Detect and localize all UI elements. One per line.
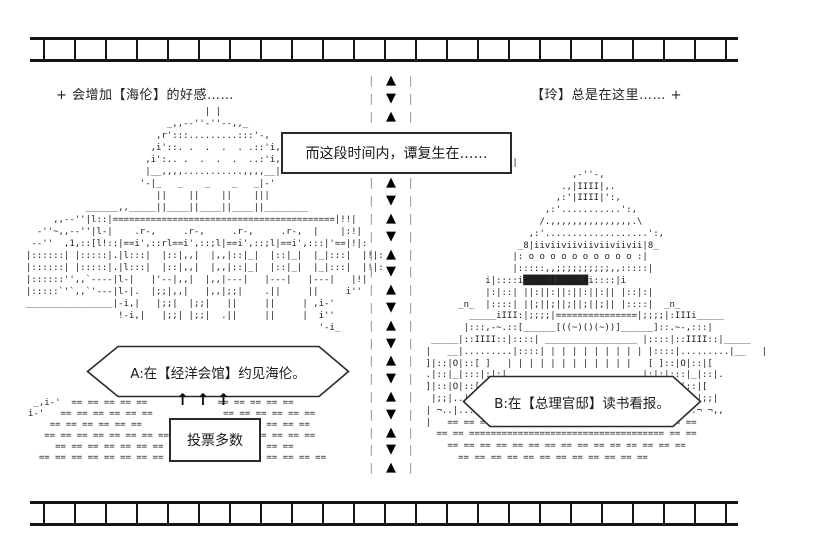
- divider-pipe: |: [368, 176, 375, 190]
- up-triangle-icon: ▲: [386, 317, 396, 333]
- updown-marker-column-top: | ▲ | | ▼ | | ▲ |: [368, 72, 414, 125]
- divider-pipe: |: [407, 318, 414, 332]
- divider-pipe: |: [407, 425, 414, 439]
- divider-row: | ▲ |: [368, 459, 414, 477]
- divider-row: | ▲ |: [368, 423, 414, 441]
- divider-pipe: |: [407, 300, 414, 314]
- divider-pipe: |: [407, 109, 414, 123]
- divider-pipe: |: [368, 92, 375, 106]
- divider-row: | ▲ |: [368, 210, 414, 228]
- divider-pipe: |: [407, 336, 414, 350]
- up-triangle-icon: ▲: [386, 388, 396, 404]
- divider-pipe: |: [368, 318, 375, 332]
- option-a-label: A:在【经洋会馆】约见海伦。: [130, 365, 306, 382]
- down-triangle-icon: ▼: [386, 442, 396, 458]
- divider-pipe: |: [407, 372, 414, 386]
- up-triangle-icon: ▲: [386, 210, 396, 226]
- left-building-ascii-art: | | _,,--''-''--,,_ ,r':::.........:::'-…: [26, 107, 384, 333]
- divider-row: | ▲ |: [368, 245, 414, 263]
- divider-pipe: |: [368, 443, 375, 457]
- up-triangle-icon: ▲: [386, 353, 396, 369]
- divider-row: | ▼ |: [368, 405, 414, 423]
- divider-pipe: |: [407, 354, 414, 368]
- up-triangle-icon: ▲: [386, 246, 396, 262]
- divider-pipe: |: [368, 283, 375, 297]
- vote-up-arrows: ↑↑↑: [176, 390, 238, 409]
- divider-pipe: |: [407, 407, 414, 421]
- up-triangle-icon: ▲: [386, 108, 396, 124]
- divider-row: | ▲ |: [368, 352, 414, 370]
- down-triangle-icon: ▼: [386, 193, 396, 209]
- divider-pipe: |: [407, 443, 414, 457]
- divider-row: | ▼ |: [368, 227, 414, 245]
- note-helen-favor: + 会增加【海伦】的好感……: [56, 88, 235, 103]
- divider-pipe: |: [407, 74, 414, 88]
- up-triangle-icon: ▲: [386, 424, 396, 440]
- divider-pipe: |: [368, 229, 375, 243]
- divider-pipe: |: [368, 265, 375, 279]
- divider-pipe: |: [407, 283, 414, 297]
- divider-row: | ▲ |: [368, 108, 414, 126]
- down-triangle-icon: ▼: [386, 91, 396, 107]
- divider-pipe: |: [407, 176, 414, 190]
- option-b-banner: B:在【总理官邸】读书看报。: [462, 375, 702, 428]
- down-triangle-icon: ▼: [386, 264, 396, 280]
- divider-row: | ▲ |: [368, 388, 414, 406]
- top-rail-border: [30, 37, 738, 62]
- bottom-rail-border: [30, 501, 738, 526]
- divider-row: | ▼ |: [368, 263, 414, 281]
- option-b-hexagon-outline: [462, 375, 702, 428]
- divider-pipe: |: [368, 372, 375, 386]
- divider-pipe: |: [368, 211, 375, 225]
- divider-row: | ▲ |: [368, 281, 414, 299]
- narration-text: 而这段时间内，谭复生在……: [305, 146, 488, 162]
- divider-row: | ▲ |: [368, 72, 414, 90]
- divider-pipe: |: [368, 461, 375, 475]
- narration-box: 而这段时间内，谭复生在……: [281, 132, 512, 174]
- divider-row: | ▲ |: [368, 316, 414, 334]
- divider-row: | ▼ |: [368, 299, 414, 317]
- note-ling-here: 【玲】总是在这里…… +: [531, 88, 683, 103]
- up-triangle-icon: ▲: [386, 460, 396, 476]
- divider-pipe: |: [407, 194, 414, 208]
- vote-majority-box: 投票多数: [169, 418, 261, 462]
- down-triangle-icon: ▼: [386, 335, 396, 351]
- divider-pipe: |: [368, 336, 375, 350]
- divider-row: | ▼ |: [368, 334, 414, 352]
- divider-pipe: |: [407, 229, 414, 243]
- divider-row: | ▲ |: [368, 174, 414, 192]
- option-a-hexagon-outline: [86, 345, 350, 398]
- up-triangle-icon: ▲: [386, 282, 396, 298]
- divider-pipe: |: [368, 109, 375, 123]
- down-triangle-icon: ▼: [386, 371, 396, 387]
- vote-majority-label: 投票多数: [187, 433, 243, 449]
- option-a-banner: A:在【经洋会馆】约见海伦。: [86, 345, 350, 398]
- option-b-label: B:在【总理官邸】读书看报。: [494, 395, 670, 412]
- divider-row: | ▼ |: [368, 370, 414, 388]
- up-triangle-icon: ▲: [386, 73, 396, 89]
- down-triangle-icon: ▼: [386, 406, 396, 422]
- divider-pipe: |: [368, 389, 375, 403]
- divider-pipe: |: [407, 461, 414, 475]
- up-triangle-icon: ▲: [386, 175, 396, 191]
- divider-pipe: |: [407, 211, 414, 225]
- divider-pipe: |: [368, 247, 375, 261]
- divider-pipe: |: [368, 194, 375, 208]
- divider-pipe: |: [368, 74, 375, 88]
- divider-pipe: |: [368, 425, 375, 439]
- divider-pipe: |: [407, 265, 414, 279]
- divider-pipe: |: [407, 247, 414, 261]
- down-triangle-icon: ▼: [386, 299, 396, 315]
- divider-row: | ▼ |: [368, 90, 414, 108]
- updown-marker-column-bottom: |▲||▼||▲||▼||▲||▼||▲||▼||▲||▼||▲||▼||▲||…: [368, 174, 414, 477]
- divider-pipe: |: [368, 354, 375, 368]
- divider-pipe: |: [407, 92, 414, 106]
- down-triangle-icon: ▼: [386, 228, 396, 244]
- divider-pipe: |: [407, 389, 414, 403]
- divider-row: | ▼ |: [368, 441, 414, 459]
- divider-pipe: |: [368, 300, 375, 314]
- divider-pipe: |: [368, 407, 375, 421]
- divider-row: | ▼ |: [368, 192, 414, 210]
